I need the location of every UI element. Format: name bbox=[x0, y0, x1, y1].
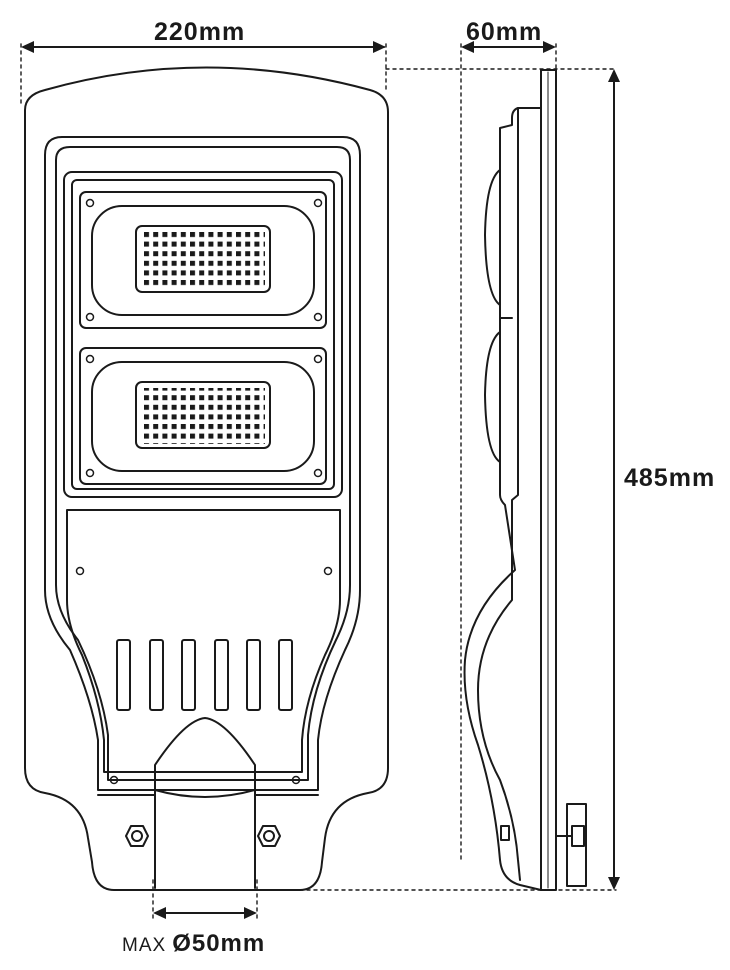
front-view bbox=[24, 66, 389, 891]
ventilation-slots bbox=[116, 639, 293, 711]
led-module-bottom bbox=[79, 347, 327, 485]
dimension-lines bbox=[20, 41, 620, 919]
pole-diameter-value: Ø50mm bbox=[172, 930, 266, 957]
bolt-right bbox=[257, 825, 281, 847]
side-pole-clamp bbox=[566, 803, 587, 887]
side-body-profile bbox=[463, 107, 542, 891]
housing-outline bbox=[24, 66, 389, 891]
width-dimension-label: 220mm bbox=[154, 18, 246, 46]
side-back-plate bbox=[540, 69, 557, 891]
cover-screw-right bbox=[323, 566, 333, 576]
side-lens-bottom bbox=[484, 331, 501, 463]
side-small-tab bbox=[500, 825, 510, 841]
bolt-left bbox=[125, 825, 149, 847]
bottom-screw-left bbox=[109, 775, 119, 785]
depth-dimension-label: 60mm bbox=[466, 18, 543, 46]
cover-screw-left bbox=[75, 566, 85, 576]
side-lens-top bbox=[484, 169, 501, 306]
led-panel-inner bbox=[71, 179, 335, 490]
led-module-top bbox=[79, 191, 327, 329]
side-view bbox=[463, 69, 587, 891]
height-dimension-label: 485mm bbox=[624, 464, 716, 492]
bottom-screw-right bbox=[291, 775, 301, 785]
battery-cover bbox=[66, 509, 341, 773]
mounting-bracket bbox=[97, 717, 319, 889]
led-panel-frame bbox=[63, 171, 343, 498]
inner-frame-line bbox=[55, 146, 351, 781]
inner-frame bbox=[44, 136, 361, 791]
pole-max-prefix: MAX bbox=[122, 935, 167, 956]
